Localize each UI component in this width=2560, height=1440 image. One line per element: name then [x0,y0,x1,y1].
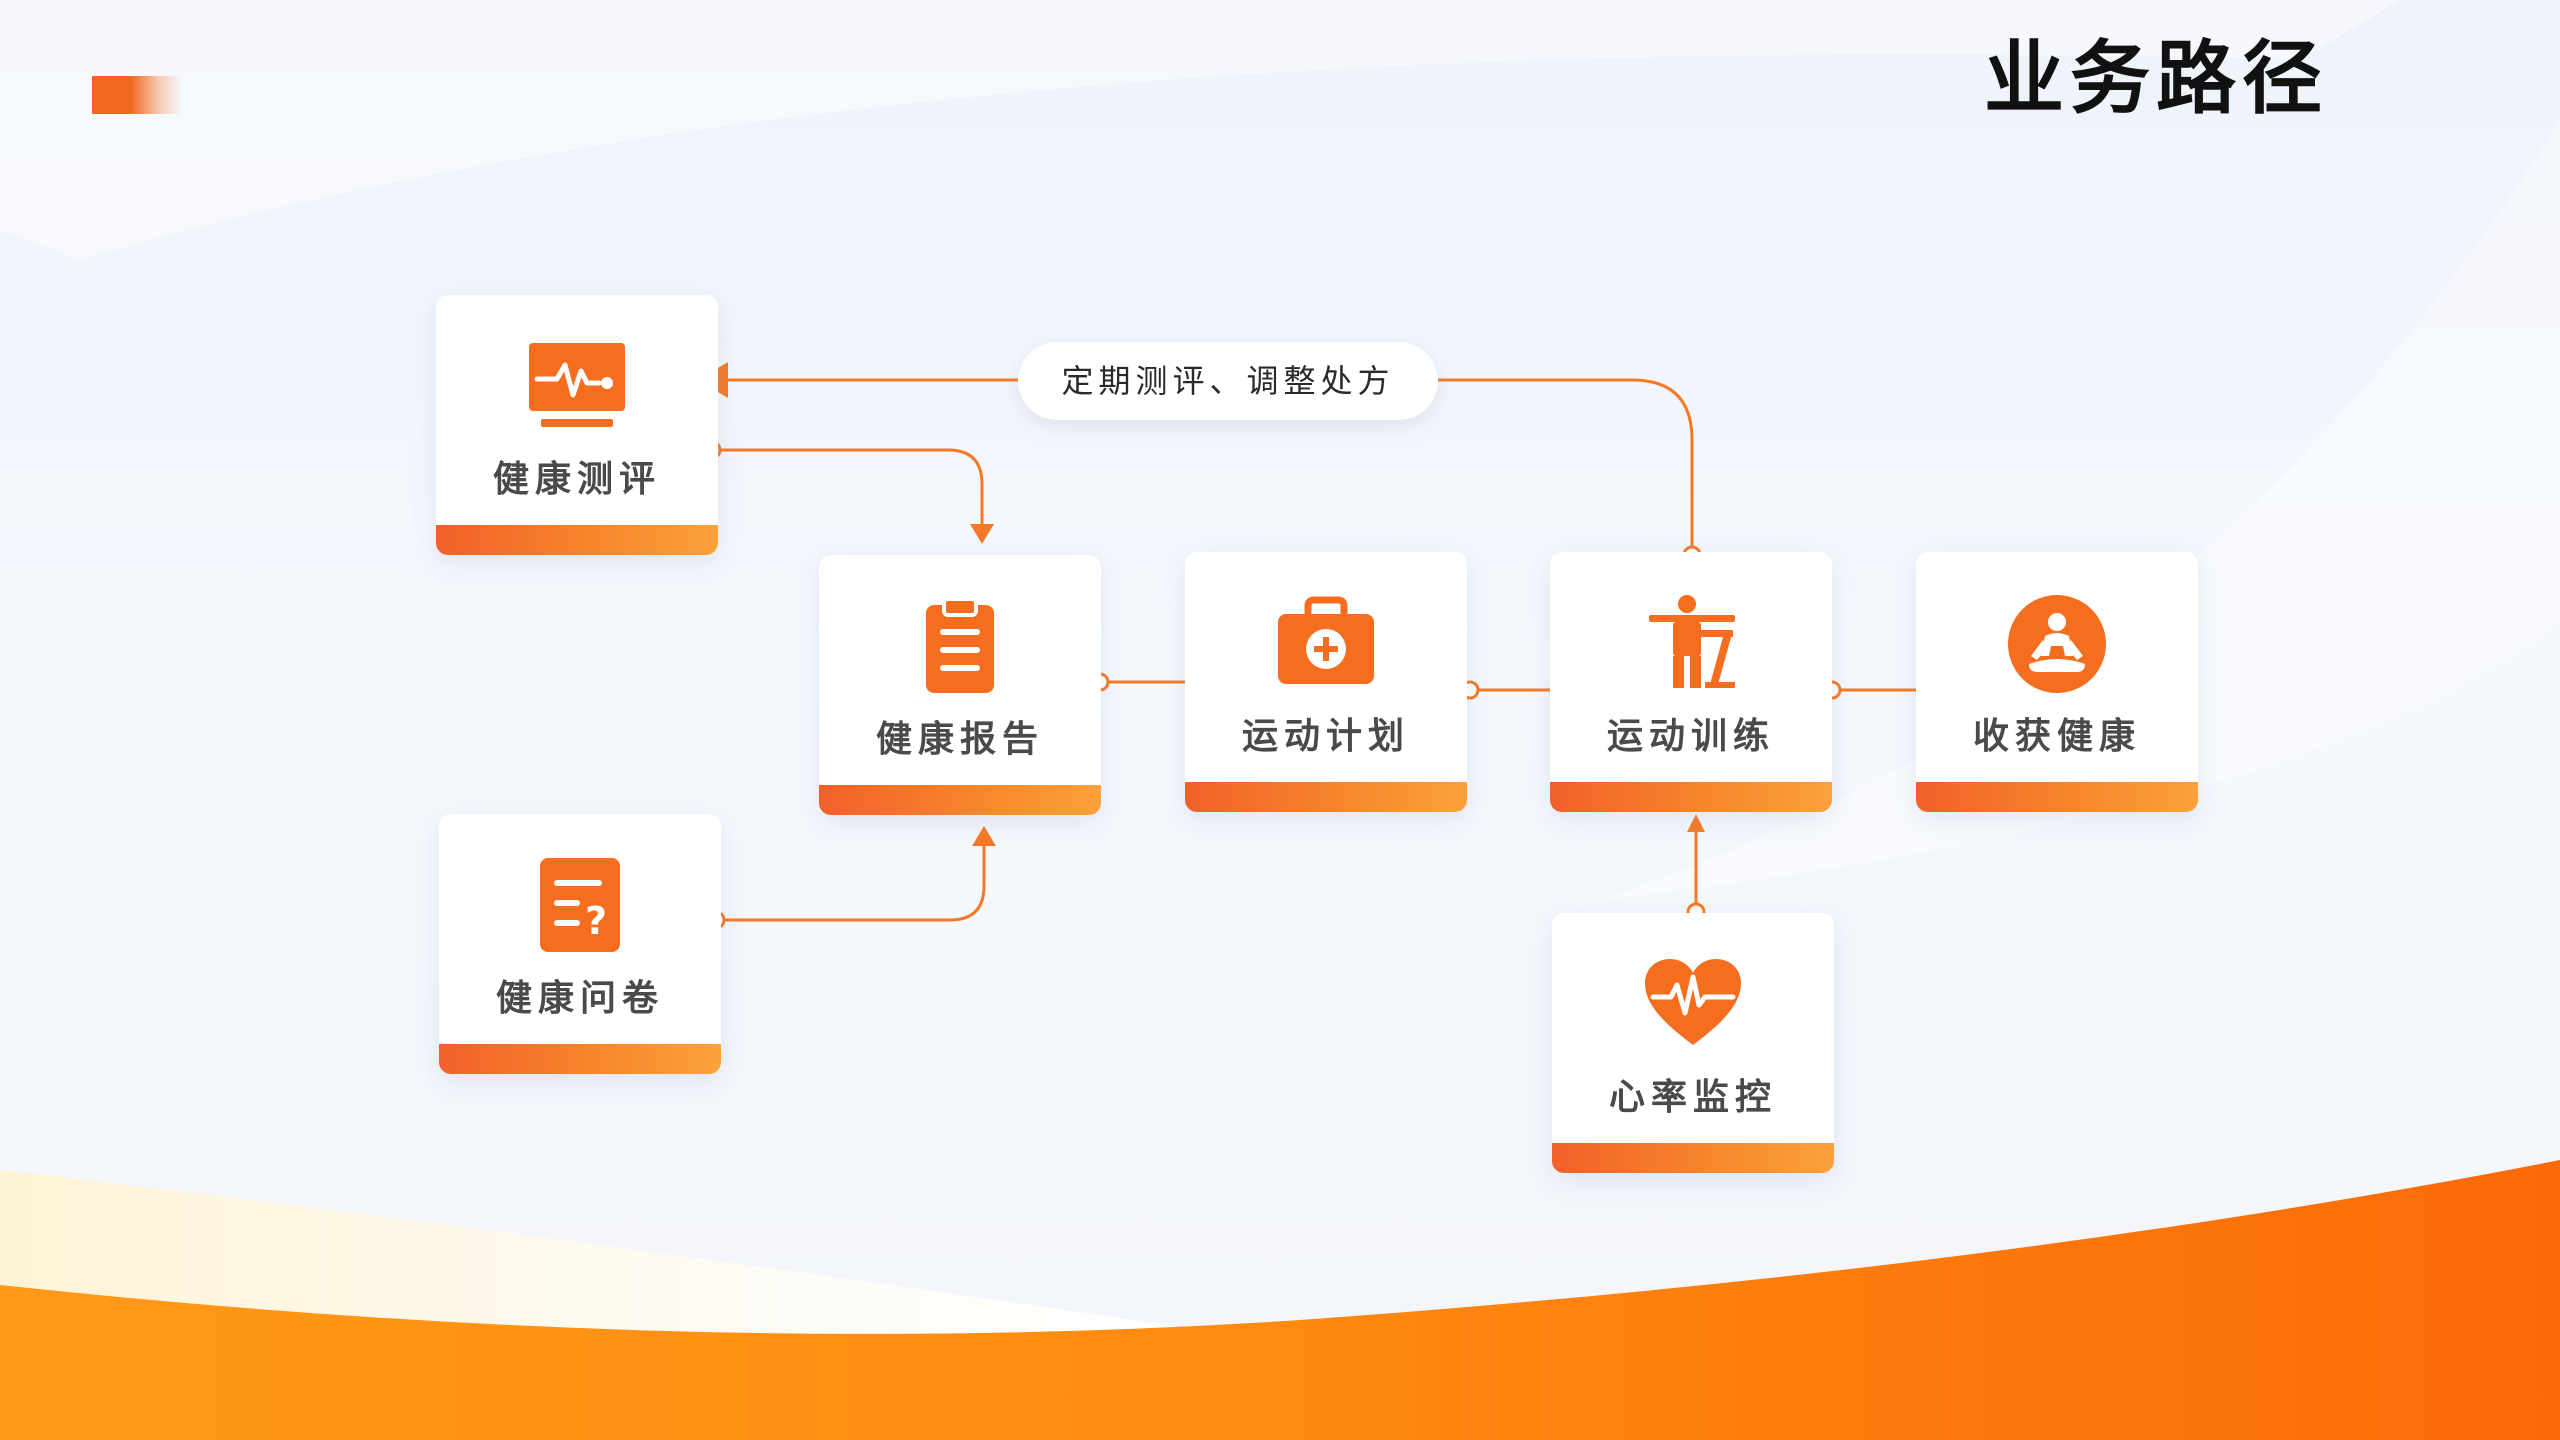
heart-rate-icon [1645,959,1741,1045]
heartrate-arrowhead [1687,814,1705,832]
node-label: 收获健康 [1972,716,2141,757]
assessment-to-report-line [712,448,984,528]
node-label: 心率监控 [1608,1077,1777,1118]
node-health-questionnaire[interactable]: ? 健康问卷 [439,814,721,1074]
node-label: 运动训练 [1606,716,1775,757]
feedback-line [720,378,1694,555]
node-exercise-plan[interactable]: 运动计划 [1185,552,1467,812]
questionnaire-to-report-line [716,842,986,922]
node-heart-rate-monitor[interactable]: 心率监控 [1552,913,1834,1173]
node-gain-health[interactable]: 收获健康 [1916,552,2198,812]
node-label: 健康测评 [492,459,661,500]
node-exercise-training[interactable]: 运动训练 [1550,552,1832,812]
clipboard-icon [926,597,994,693]
node-health-assessment[interactable]: 健康测评 [436,295,718,555]
feedback-label: 定期测评、调整处方 [1018,342,1438,420]
node-health-report[interactable]: 健康报告 [819,555,1101,815]
svg-text:?: ? [585,899,607,943]
node-label: 运动计划 [1241,716,1410,757]
node-label: 健康报告 [875,719,1044,760]
medical-kit-icon [1278,596,1374,684]
monitor-heartbeat-icon [529,343,625,427]
report-bottom-arrowhead [972,826,996,846]
accent-bar [92,76,182,114]
report-top-arrowhead [970,524,994,544]
questionnaire-icon: ? [540,858,620,952]
node-label: 健康问卷 [495,978,664,1019]
page-title: 业务路径 [1984,31,2328,125]
workout-icon [1649,595,1735,688]
meditation-icon [2008,595,2106,693]
